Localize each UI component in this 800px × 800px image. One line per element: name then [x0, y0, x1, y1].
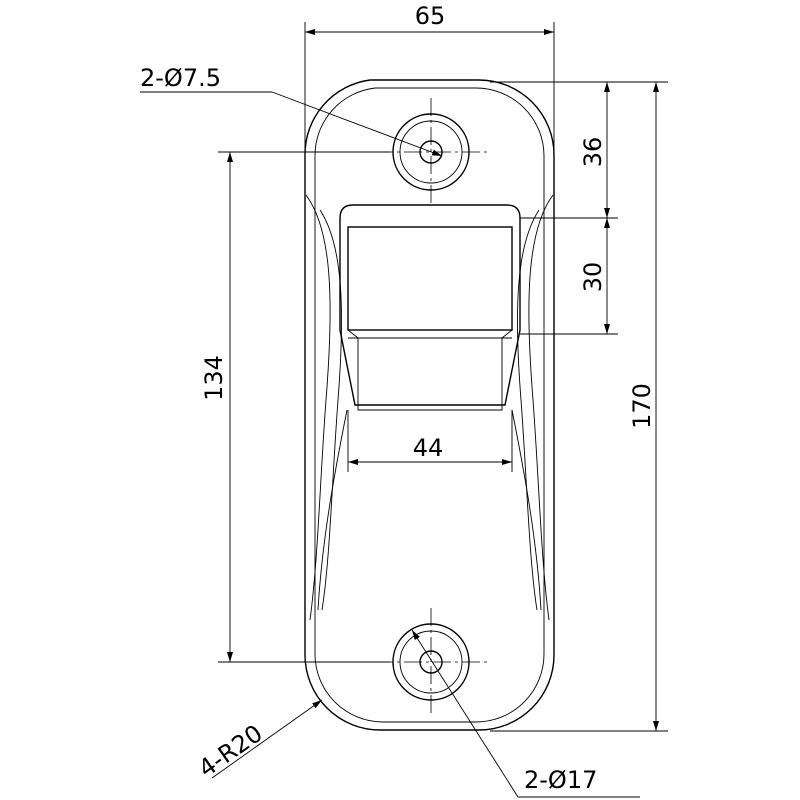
leader-line-corner-radius	[211, 699, 323, 779]
window-bevel-left	[347, 329, 359, 339]
center-taper-right	[511, 409, 542, 611]
dim-overall-height: 170	[490, 81, 668, 732]
dim-text-overall-width: 65	[415, 2, 446, 30]
leader-corner-radius: 4-R20	[193, 699, 323, 783]
dim-text-hole-spacing: 134	[200, 355, 228, 401]
dim-text-window-width: 44	[413, 434, 444, 462]
left-side-contour-inner	[319, 209, 343, 611]
dim-window-width: 44	[347, 410, 513, 472]
plate-inner-outline	[314, 87, 545, 723]
right-side-contour-inner	[516, 209, 540, 611]
callout-large-hole: 2-Ø17	[524, 766, 597, 794]
dim-text-window-height: 30	[579, 262, 607, 293]
plate-outer-outline	[304, 79, 555, 731]
center-taper-left	[317, 409, 348, 611]
dim-hole-spacing: 134	[200, 151, 390, 663]
dim-text-overall-height: 170	[628, 383, 656, 429]
dim-overall-width: 65	[304, 2, 555, 160]
dim-top-to-window: 36	[520, 82, 618, 219]
window-outer-outline	[339, 204, 521, 406]
callout-corner-radius: 4-R20	[193, 719, 267, 783]
window-pocket	[339, 204, 521, 411]
right-side-contour	[528, 194, 554, 621]
leader-line-large-hole	[411, 629, 519, 798]
plate-body	[304, 79, 555, 731]
window-inner-rect	[347, 226, 513, 331]
dim-window-height: 30	[520, 218, 618, 335]
leader-small-hole: 2-Ø7.5	[140, 64, 443, 157]
left-side-contour	[305, 194, 331, 621]
window-bevel-right	[501, 329, 513, 339]
dim-text-top-to-window: 36	[579, 137, 607, 168]
leader-line-small-hole	[271, 91, 443, 157]
callout-small-hole: 2-Ø7.5	[140, 64, 221, 92]
window-lower-face	[357, 338, 503, 411]
bottom-hole	[375, 608, 487, 716]
leader-large-hole: 2-Ø17	[411, 629, 640, 798]
